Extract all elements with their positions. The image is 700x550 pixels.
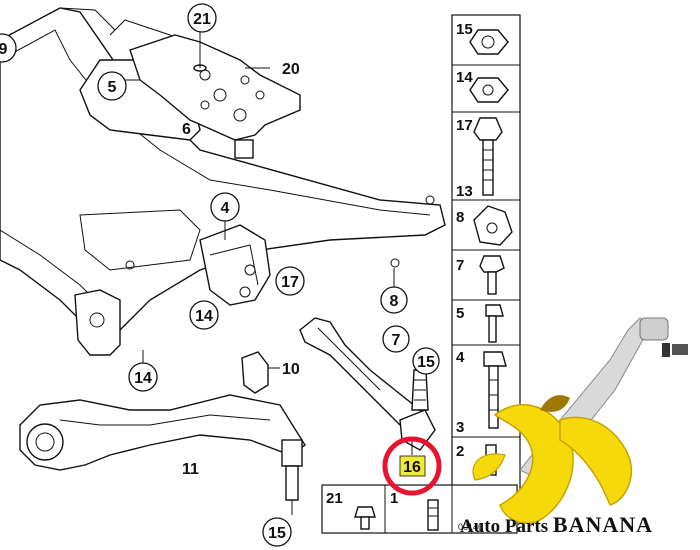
rubber-mount bbox=[241, 351, 280, 394]
callout-20: 20 bbox=[282, 61, 300, 78]
panel-label-4: 13 bbox=[456, 183, 473, 200]
callout-6: 6 bbox=[182, 121, 191, 138]
svg-text:7: 7 bbox=[392, 332, 401, 349]
callout-10: 10 bbox=[282, 361, 300, 378]
svg-text:17: 17 bbox=[281, 274, 299, 291]
svg-text:16: 16 bbox=[403, 459, 421, 476]
callout-15-lower: 15 bbox=[262, 517, 292, 547]
callout-21: 21 bbox=[187, 3, 217, 33]
control-arm bbox=[19, 394, 306, 515]
panel-label-9: 3 bbox=[456, 419, 464, 436]
svg-text:20: 20 bbox=[282, 61, 300, 78]
panel-label-5: 8 bbox=[456, 209, 464, 226]
svg-text:15: 15 bbox=[268, 525, 286, 542]
panel-label-6: 7 bbox=[456, 257, 464, 274]
panel-label-1-bottom: 1 bbox=[390, 490, 398, 507]
svg-text:15: 15 bbox=[417, 354, 435, 371]
callout-9: 9 bbox=[0, 33, 17, 63]
callout-14-lower: 14 bbox=[128, 350, 158, 392]
svg-text:4: 4 bbox=[221, 200, 230, 217]
svg-text:5: 5 bbox=[108, 79, 117, 96]
callout-7: 7 bbox=[382, 325, 410, 353]
svg-text:14: 14 bbox=[195, 308, 213, 325]
svg-text:Auto Parts BANANA: Auto Parts BANANA bbox=[460, 512, 653, 537]
panel-label-1: 15 bbox=[456, 21, 473, 38]
svg-text:10: 10 bbox=[282, 361, 300, 378]
svg-text:21: 21 bbox=[193, 11, 211, 28]
svg-text:9: 9 bbox=[0, 41, 8, 58]
svg-text:14: 14 bbox=[134, 370, 152, 387]
callout-4: 4 bbox=[210, 192, 240, 240]
callout-15-upper: 15 bbox=[412, 347, 440, 375]
callout-17: 17 bbox=[275, 266, 305, 296]
callout-5: 5 bbox=[97, 71, 127, 101]
panel-label-7: 5 bbox=[456, 305, 464, 322]
callout-14-upper: 14 bbox=[189, 300, 219, 330]
reference-number: 00146 bbox=[458, 522, 483, 532]
panel-label-3: 17 bbox=[456, 117, 473, 134]
panel-label-2: 14 bbox=[456, 69, 473, 86]
callout-11: 11 bbox=[182, 461, 199, 478]
svg-text:6: 6 bbox=[182, 121, 191, 138]
svg-text:8: 8 bbox=[390, 293, 399, 310]
svg-text:11: 11 bbox=[182, 461, 199, 478]
thrust-arm bbox=[299, 317, 436, 451]
callout-16-highlight: 16 bbox=[382, 436, 442, 496]
panel-label-21: 21 bbox=[326, 490, 343, 507]
mounting-plate bbox=[129, 30, 301, 159]
watermark-text: Auto Parts BANANA bbox=[460, 512, 653, 537]
panel-label-8: 4 bbox=[456, 349, 465, 366]
callout-8: 8 bbox=[380, 268, 408, 314]
panel-label-10: 2 bbox=[456, 443, 464, 460]
banana-logo-icon bbox=[472, 395, 632, 524]
